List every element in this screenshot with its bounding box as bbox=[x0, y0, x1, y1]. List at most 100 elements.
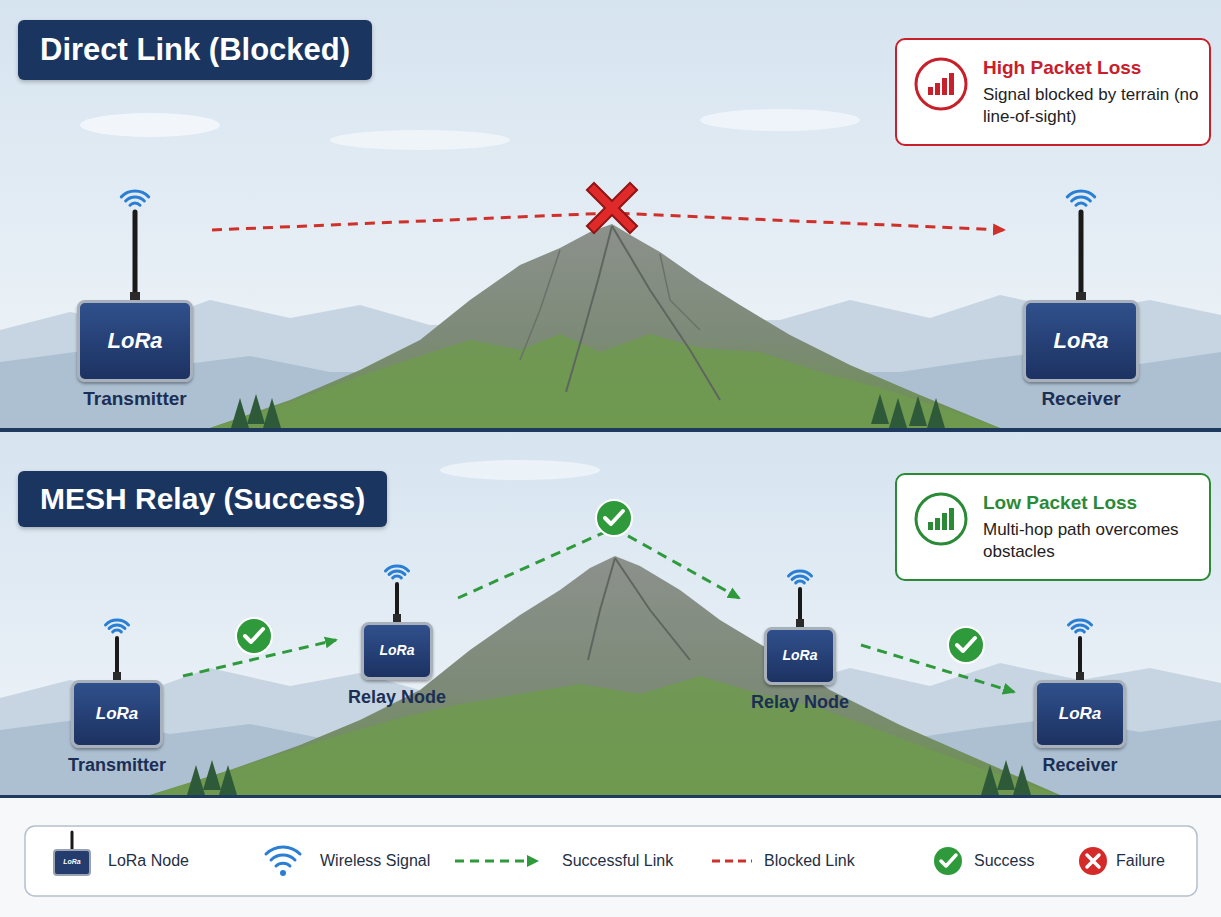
banner-title: Direct Link (Blocked) bbox=[40, 20, 350, 80]
panel-divider bbox=[0, 428, 1221, 432]
device-label: Receiver bbox=[1014, 753, 1146, 777]
antenna-wifi-icon bbox=[113, 630, 122, 632]
status-callout: Low Packet LossMulti-hop path overcomes … bbox=[895, 473, 1211, 581]
device-brand: LoRa bbox=[108, 329, 163, 353]
antenna-wifi-icon bbox=[1018, 612, 1142, 684]
legend-success-link bbox=[455, 855, 539, 867]
success-check bbox=[948, 627, 984, 663]
mountains-bottom bbox=[219, 765, 237, 795]
device-label: Transmitter bbox=[51, 753, 183, 777]
device-body: LoRa bbox=[77, 300, 193, 382]
mountains-top bbox=[210, 224, 1000, 428]
failure-x bbox=[594, 190, 630, 226]
sky-top bbox=[80, 113, 220, 137]
legend-text: Failure bbox=[1116, 850, 1165, 872]
sky-bottom bbox=[440, 460, 600, 480]
lora-device: LoRaRelay Node bbox=[739, 565, 861, 714]
mountains-top bbox=[231, 394, 945, 428]
success-check bbox=[236, 618, 272, 654]
device-body: LoRa bbox=[71, 680, 163, 748]
legend-success-link bbox=[455, 860, 528, 863]
lora-device: LoRaReceiver bbox=[1014, 612, 1146, 777]
antenna-wifi-icon bbox=[796, 581, 805, 583]
mountains-bottom bbox=[187, 765, 205, 795]
antenna-wifi-icon bbox=[1067, 191, 1094, 197]
mountains-bottom bbox=[1013, 765, 1031, 795]
antenna-wifi-icon bbox=[126, 197, 145, 201]
antenna-wifi-icon bbox=[121, 191, 148, 197]
legend-check-icon bbox=[934, 847, 962, 875]
mountains-top bbox=[520, 250, 560, 360]
legend-wifi-icon bbox=[266, 847, 300, 854]
mountains-top bbox=[889, 398, 907, 428]
failure-x bbox=[594, 190, 630, 226]
callout-body: Multi-hop path overcomes obstacles bbox=[983, 519, 1199, 563]
legend-text: Blocked Link bbox=[764, 850, 855, 872]
signal-icon bbox=[935, 518, 940, 530]
legend-node-icon bbox=[54, 832, 90, 875]
success-check bbox=[596, 500, 632, 536]
lora-device: LoRaTransmitter bbox=[58, 182, 212, 411]
legend-x-icon bbox=[1079, 847, 1107, 875]
antenna-wifi-icon bbox=[1072, 197, 1091, 201]
signal-icon bbox=[949, 73, 954, 95]
legend-node-icon bbox=[71, 832, 74, 850]
device-label-area: Transmitter bbox=[51, 753, 183, 777]
mountains-bottom bbox=[150, 556, 1060, 795]
legend-wifi-icon bbox=[280, 870, 286, 876]
device-label: Relay Node bbox=[739, 690, 861, 714]
legend-wifi-icon bbox=[276, 863, 290, 866]
legend-text: Wireless Signal bbox=[320, 850, 430, 872]
sky-top bbox=[0, 0, 1221, 428]
legend-x-icon bbox=[1087, 855, 1099, 867]
signal-icon bbox=[928, 522, 933, 530]
lora-device: LoRaReceiver bbox=[1004, 182, 1158, 411]
signal-icon bbox=[928, 87, 933, 95]
mountains-top bbox=[660, 254, 700, 330]
failure-x bbox=[594, 190, 630, 226]
device-brand: LoRa bbox=[1054, 329, 1109, 353]
callout-title: Low Packet Loss bbox=[983, 491, 1199, 515]
link-connector bbox=[458, 528, 739, 598]
device-brand: LoRa bbox=[1059, 705, 1102, 724]
antenna-wifi-icon bbox=[792, 576, 808, 579]
antenna-wifi-icon bbox=[1008, 182, 1154, 304]
device-brand: LoRa bbox=[380, 643, 415, 658]
device-label: Relay Node bbox=[336, 685, 458, 709]
mountains-bottom bbox=[997, 760, 1015, 790]
legend-box bbox=[25, 826, 1197, 896]
mountains-top bbox=[210, 334, 1000, 428]
device-body: LoRa bbox=[1023, 300, 1139, 382]
antenna-wifi-icon bbox=[55, 612, 179, 684]
antenna-wifi-icon bbox=[109, 625, 125, 628]
antenna-wifi-icon bbox=[340, 560, 454, 626]
device-brand: LoRa bbox=[96, 705, 139, 724]
antenna-wifi-icon bbox=[743, 565, 857, 631]
legend-text: LoRa Node bbox=[108, 850, 189, 872]
sky-top bbox=[0, 0, 1221, 428]
legend-text: Success bbox=[974, 850, 1034, 872]
signal-icon bbox=[949, 508, 954, 530]
signal-icon bbox=[942, 513, 947, 530]
legend-node-icon bbox=[54, 850, 90, 875]
antenna-wifi-icon bbox=[1079, 212, 1084, 304]
mountains-top bbox=[231, 398, 249, 428]
banner-title: MESH Relay (Success) bbox=[40, 471, 365, 527]
legend-wifi-icon bbox=[266, 847, 300, 876]
antenna-wifi-icon bbox=[1068, 620, 1091, 625]
device-label-area: Receiver bbox=[1004, 387, 1158, 411]
signal-icon bbox=[942, 78, 947, 95]
success-check bbox=[245, 629, 263, 642]
signal-icon bbox=[916, 59, 966, 109]
signal-icon bbox=[913, 56, 969, 112]
legend-check-icon bbox=[934, 847, 962, 875]
antenna-wifi-icon bbox=[385, 566, 408, 571]
device-label-area: Relay Node bbox=[739, 690, 861, 714]
success-check bbox=[957, 638, 975, 651]
sky-top bbox=[330, 130, 510, 150]
lora-device: LoRaTransmitter bbox=[51, 612, 183, 777]
signal-icon bbox=[916, 494, 966, 544]
sky-bottom bbox=[0, 432, 1221, 796]
mountains-top bbox=[909, 396, 927, 426]
